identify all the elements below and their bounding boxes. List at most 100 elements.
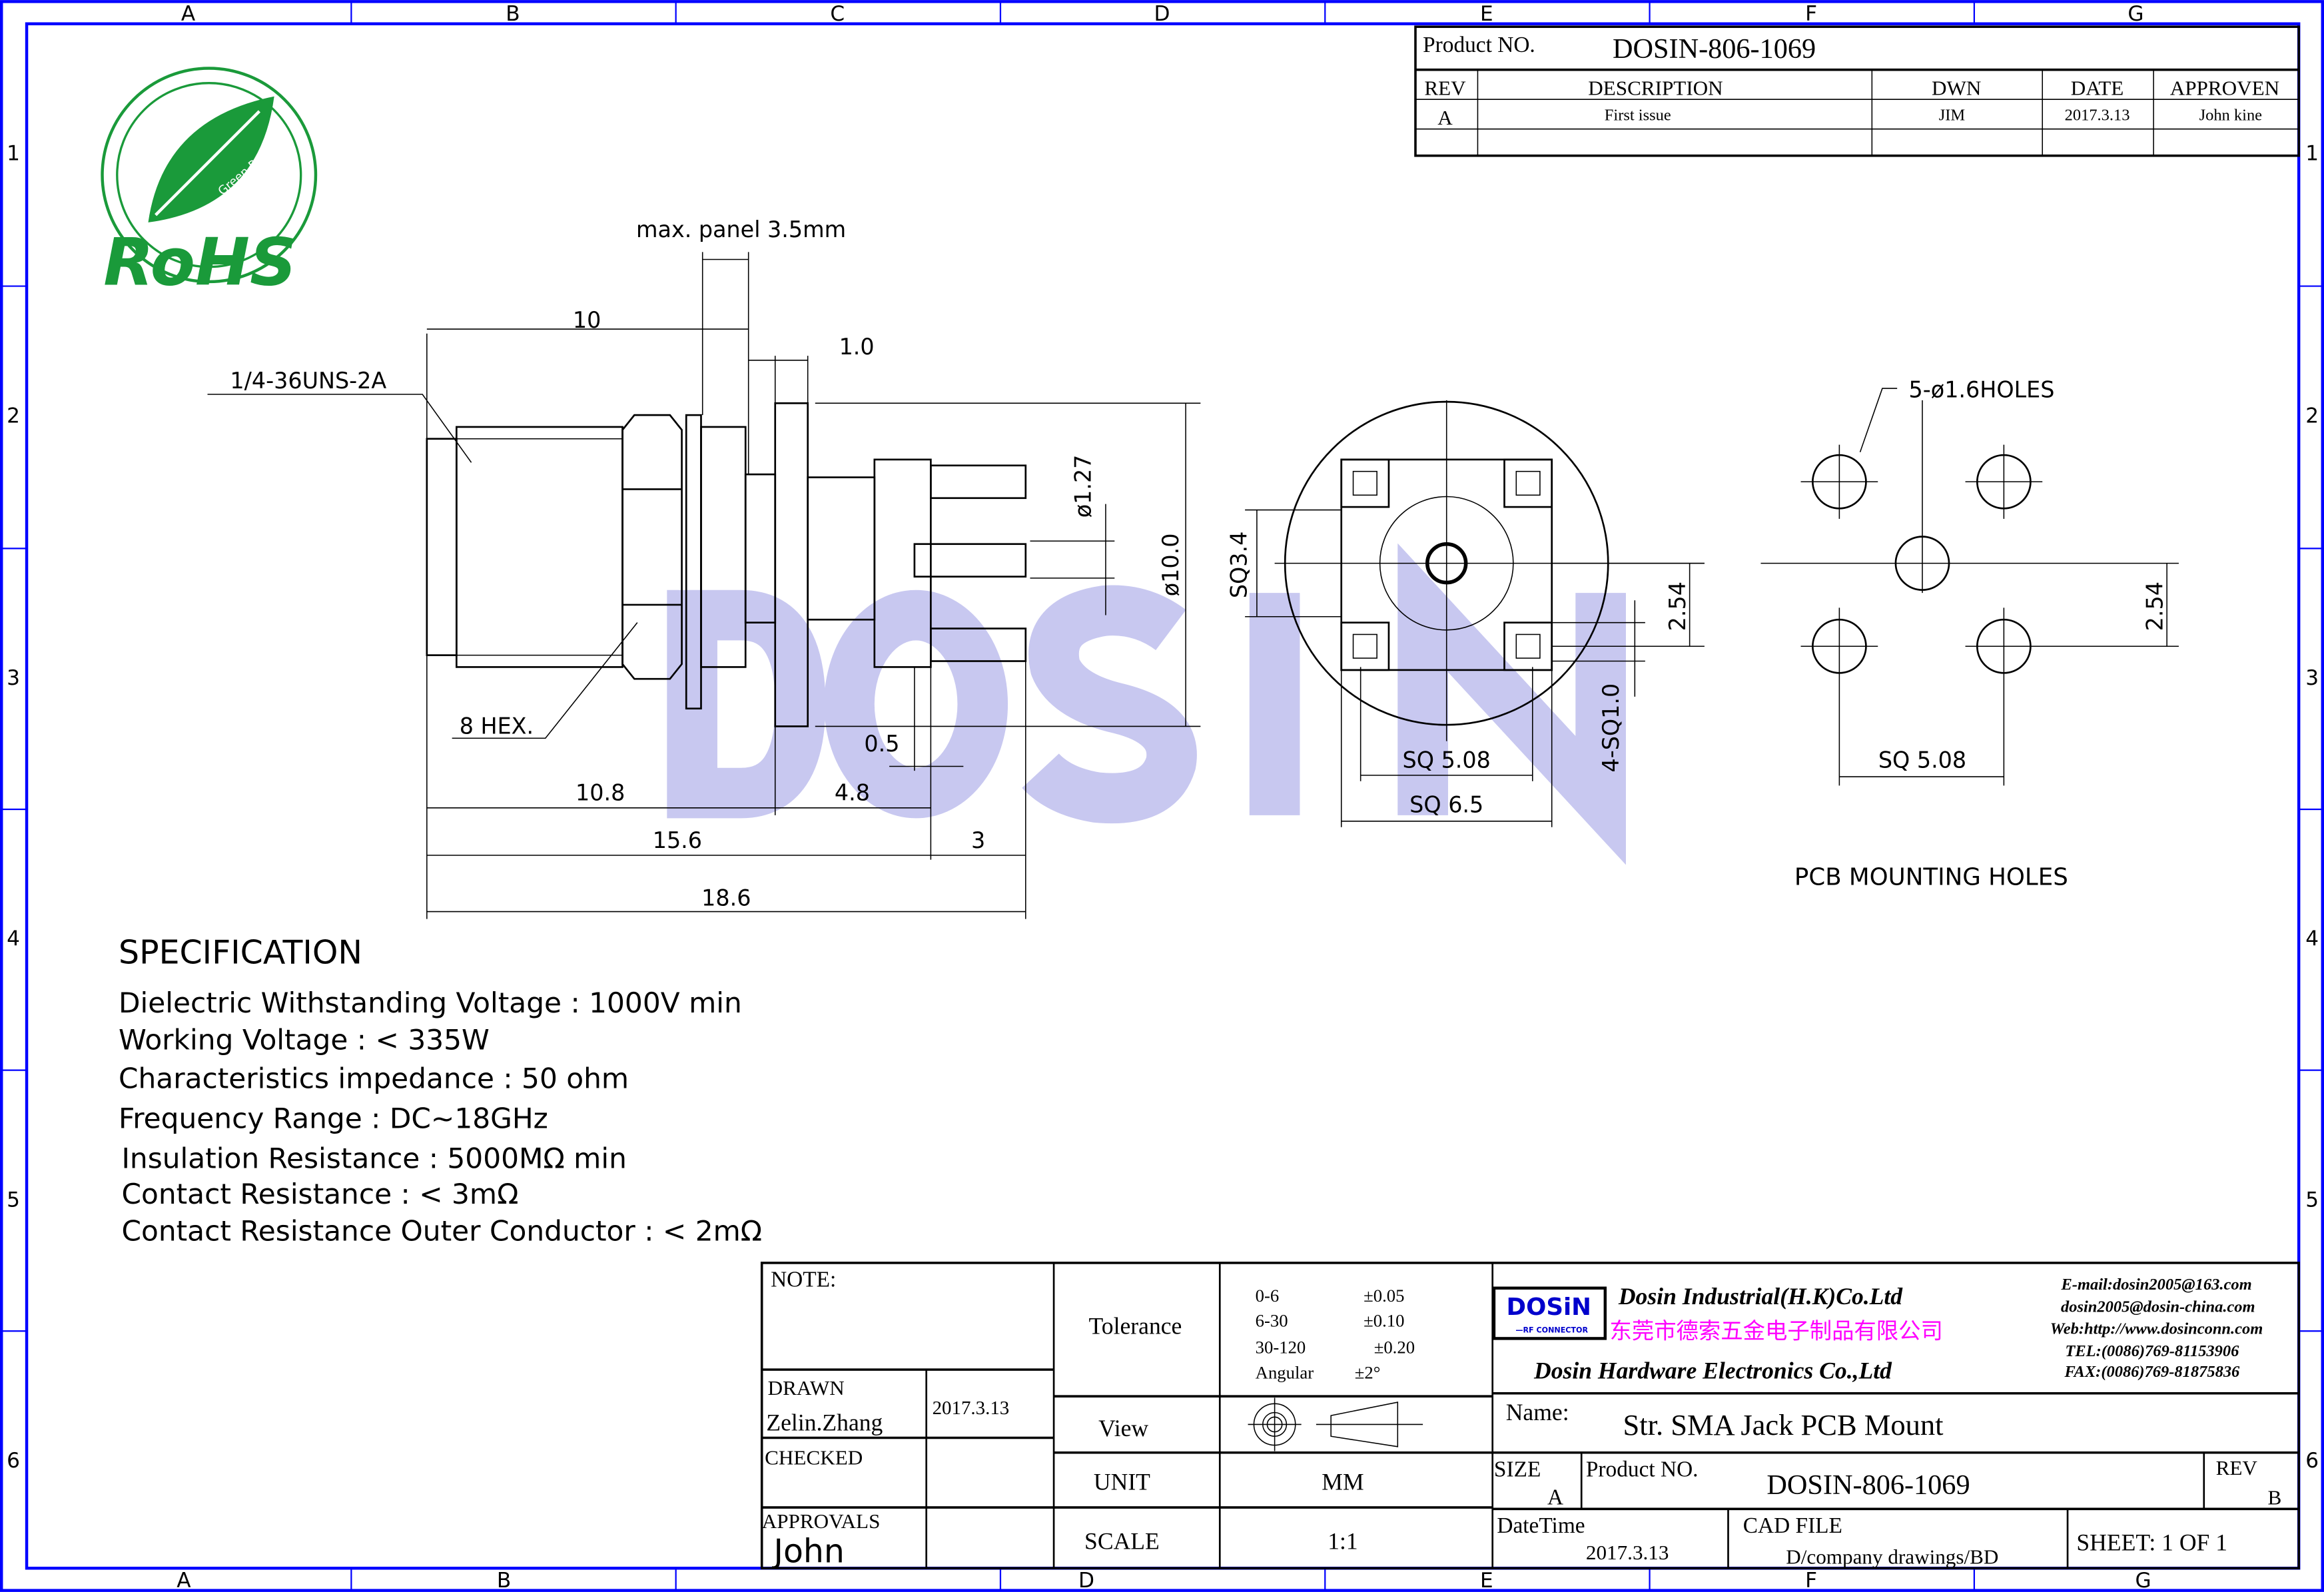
company-name-hk: Dosin Industrial(H.K)Co.Ltd (1618, 1283, 1903, 1310)
name-value: Str. SMA Jack PCB Mount (1623, 1408, 1944, 1441)
specification: SPECIFICATION Dielectric Withstanding Vo… (119, 933, 762, 1247)
dwn-header: DWN (1932, 77, 1981, 100)
sq3-4-label: SQ3.4 (1226, 532, 1252, 599)
dim-10-8: 10.8 (576, 780, 625, 806)
dosin-logo-sub: —RF CONNECTOR (1515, 1326, 1588, 1334)
unit-value: MM (1322, 1468, 1363, 1495)
tol-range: 0-6 (1256, 1286, 1280, 1306)
pcb-caption: PCB MOUNTING HOLES (1794, 864, 2068, 891)
size-label: SIZE (1494, 1457, 1541, 1481)
dim-15-6: 15.6 (653, 827, 702, 853)
dim-2-54-pcb: 2.54 (2141, 582, 2167, 631)
dim-0-5: 0.5 (864, 731, 899, 757)
dosin-logo: DOSiN —RF CONNECTOR (1492, 1286, 1607, 1340)
rev-value: B (2267, 1486, 2281, 1509)
col-label: B (497, 1569, 511, 1592)
dosin-logo-text: DOSiN (1507, 1294, 1591, 1321)
frame-labels: A B C D E F G A B D E F G 1 2 3 4 5 6 1 … (7, 2, 2319, 1592)
thread-label: 1/4-36UNS-2A (230, 368, 386, 394)
col-label: A (177, 1569, 191, 1592)
dwn-cell: JIM (1939, 106, 1966, 124)
company-name-hardware: Dosin Hardware Electronics Co.,Ltd (1533, 1357, 1892, 1384)
col-label: G (2135, 1569, 2151, 1592)
checked-label: CHECKED (765, 1446, 863, 1469)
col-label: F (1805, 2, 1817, 26)
datetime-label: DateTime (1497, 1513, 1585, 1538)
row-label: 4 (7, 927, 20, 951)
contact-tel: TEL:(0086)769-81153906 (2065, 1342, 2239, 1360)
view-label: View (1098, 1415, 1148, 1441)
title-block: NOTE: DRAWN Zelin.Zhang 2017.3.13 CHECKE… (760, 1262, 2300, 1570)
company-name-cn: 东莞市德索五金电子制品有限公司 (1609, 1319, 1942, 1344)
dim-4-8: 4.8 (835, 780, 870, 806)
row-label: 6 (2305, 1449, 2319, 1473)
row-label: 1 (2305, 141, 2319, 165)
tol-value: ±2° (1355, 1362, 1381, 1382)
connector-side-view: max. panel 3.5mm 10 1.0 1/4-36UNS-2A 8 H… (207, 216, 1201, 919)
contact-web: Web:http://www.dosinconn.com (2050, 1320, 2263, 1338)
drawn-date: 2017.3.13 (933, 1397, 1010, 1419)
approvals-label: APPROVALS (762, 1509, 881, 1533)
col-label: A (181, 2, 196, 26)
tol-range: 6-30 (1256, 1311, 1288, 1331)
hex-label: 8 HEX. (460, 713, 534, 739)
sq1-0-label: 4-SQ1.0 (1598, 683, 1624, 773)
tolerance-label: Tolerance (1089, 1313, 1182, 1340)
col-label: F (1805, 1569, 1817, 1592)
max-panel-label: max. panel 3.5mm (636, 216, 846, 242)
cad-file-value: D/company drawings/BD (1786, 1545, 1998, 1569)
approven-cell: John kine (2199, 106, 2263, 124)
sheet-label: SHEET: 1 OF 1 (2076, 1529, 2227, 1556)
dim-2-54-front: 2.54 (1665, 582, 1691, 631)
product-no-label: Product NO. (1423, 33, 1535, 57)
date-cell: 2017.3.13 (2065, 106, 2130, 124)
scale-value: 1:1 (1328, 1527, 1357, 1554)
spec-line: Dielectric Withstanding Voltage : 1000V … (119, 987, 742, 1019)
pin-dia-label: ø1.27 (1070, 455, 1096, 518)
tol-range: Angular (1256, 1362, 1314, 1382)
spec-line: Frequency Range : DC~18GHz (119, 1102, 548, 1134)
pcb-mounting-holes: 5-ø1.6HOLES 2.54 SQ 5.08 PCB MOUNTING HO… (1760, 376, 2179, 891)
sq5-08-front: SQ 5.08 (1403, 747, 1491, 773)
revision-block: Product NO. DOSIN-806-1069 REV DESCRIPTI… (1414, 25, 2300, 157)
col-label: G (2128, 2, 2143, 26)
row-label: 3 (7, 666, 20, 690)
col-label: E (1480, 1569, 1493, 1592)
spec-title: SPECIFICATION (119, 933, 362, 971)
description-header: DESCRIPTION (1588, 77, 1723, 100)
row-label: 5 (2305, 1188, 2319, 1212)
drawn-name: Zelin.Zhang (766, 1409, 883, 1435)
description-cell: First issue (1605, 106, 1671, 124)
contact-fax: FAX:(0086)769-81875836 (2064, 1363, 2240, 1381)
spec-line: Characteristics impedance : 50 ohm (119, 1062, 629, 1094)
unit-label: UNIT (1094, 1468, 1150, 1495)
rohs-logo: RoHS Green Product (101, 67, 318, 300)
spec-line: Insulation Resistance : 5000MΩ min (121, 1142, 626, 1175)
product-no-label: Product NO. (1586, 1457, 1699, 1481)
spec-line: Working Voltage : < 335W (119, 1023, 490, 1056)
name-label: Name: (1506, 1399, 1569, 1425)
rev-header: REV (1424, 77, 1466, 100)
note-label: NOTE: (771, 1268, 836, 1292)
watermark (667, 543, 1626, 865)
sq5-08-pcb: SQ 5.08 (1878, 747, 1966, 773)
col-label: D (1078, 1569, 1094, 1592)
col-label: B (506, 2, 520, 26)
body-dia-label: ø10.0 (1158, 534, 1184, 597)
rev-cell: A (1437, 106, 1453, 129)
datetime-value: 2017.3.13 (1586, 1541, 1669, 1564)
approvals-name: John (772, 1532, 845, 1570)
sq6-5-label: SQ 6.5 (1409, 791, 1483, 817)
drawn-label: DRAWN (768, 1376, 845, 1399)
holes-label: 5-ø1.6HOLES (1909, 376, 2055, 402)
row-label: 1 (7, 141, 20, 165)
size-value: A (1547, 1485, 1563, 1510)
row-label: 3 (2305, 666, 2319, 690)
row-label: 2 (2305, 404, 2319, 428)
tol-range: 30-120 (1256, 1338, 1306, 1358)
dim-1-0: 1.0 (839, 334, 875, 360)
row-label: 2 (7, 404, 20, 428)
rohs-text: RoHS (103, 224, 296, 300)
tol-value: ±0.20 (1374, 1338, 1415, 1358)
